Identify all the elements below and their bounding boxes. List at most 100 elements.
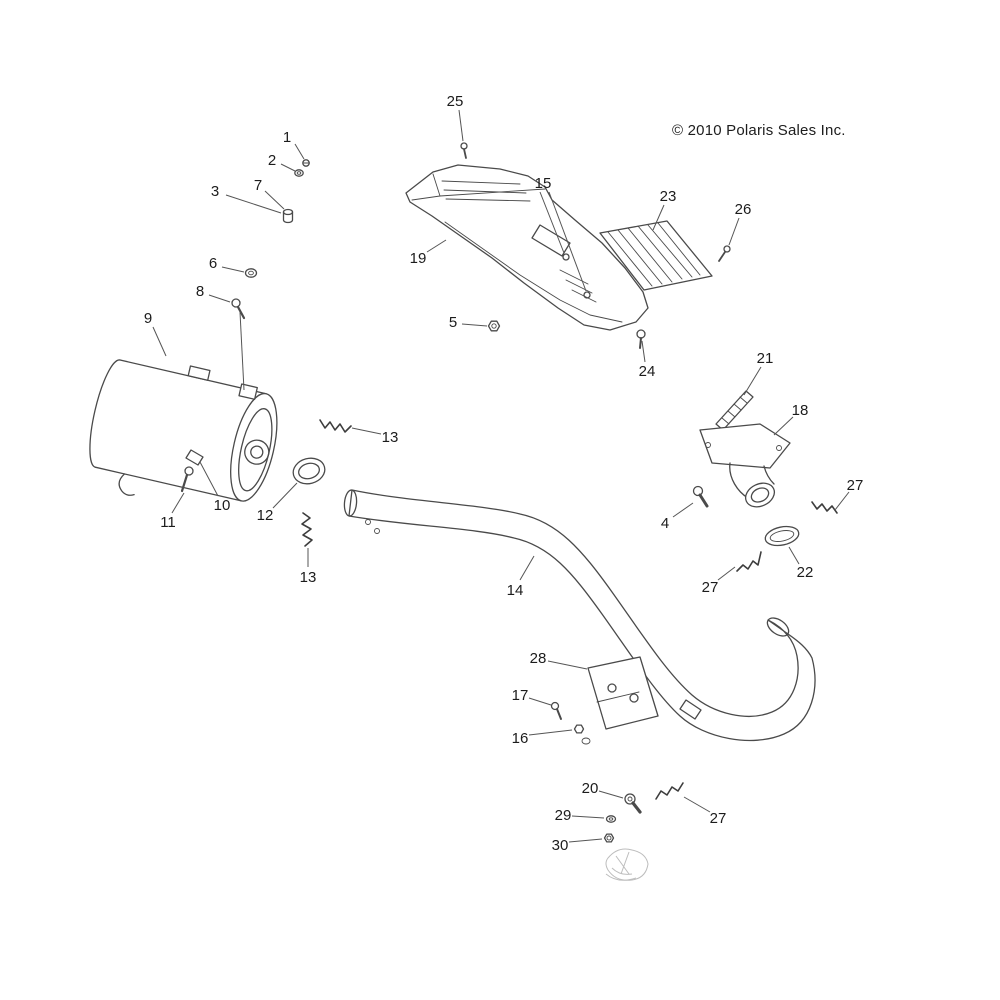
callout-label-6: 6: [209, 255, 217, 272]
callout-label-11: 11: [160, 514, 176, 531]
mounting-bracket: [587, 656, 659, 730]
pivot-nut: [603, 833, 615, 843]
bracket-bolt: [550, 701, 562, 720]
callout-leader-17: [528, 697, 552, 706]
spring-right-upper: [811, 501, 838, 514]
callout-leader-2: [280, 163, 296, 172]
shield-bracket: [531, 224, 571, 257]
exhaust-manifold: [699, 423, 791, 508]
callout-label-20: 20: [582, 780, 599, 797]
callout-label-29: 29: [555, 807, 572, 824]
callout-leader-18: [773, 416, 794, 436]
spring-upper: [319, 419, 352, 433]
muffler-outlet: [244, 439, 270, 465]
manifold-bolt: [692, 485, 709, 508]
copyright-text: © 2010 Polaris Sales Inc.: [672, 122, 846, 139]
shield-screw-a: [562, 253, 570, 261]
callout-label-27: 27: [847, 477, 864, 494]
callout-leader-12: [272, 482, 298, 509]
callout-label-13: 13: [300, 569, 317, 586]
head-pipe: [343, 489, 816, 741]
callout-leader-14: [519, 555, 535, 581]
callout-leader-26: [728, 217, 740, 246]
callout-leader-1: [294, 143, 305, 160]
callout-label-9: 9: [144, 310, 152, 327]
callout-label-14: 14: [507, 582, 524, 599]
callout-leader-22: [788, 546, 800, 565]
callout-label-8: 8: [196, 283, 204, 300]
callout-leader-23: [652, 204, 665, 231]
hanger-clamp: [185, 449, 204, 466]
callout-leader-5: [461, 323, 488, 327]
vent-grille: [599, 220, 713, 291]
callout-label-19: 19: [410, 250, 427, 267]
top-screw: [302, 159, 310, 167]
callout-label-28: 28: [530, 650, 547, 667]
callout-leader-21: [743, 366, 762, 396]
gasket-ring: [292, 457, 326, 485]
callout-leader-27: [683, 796, 711, 813]
callout-label-24: 24: [639, 363, 656, 380]
callout-label-4: 4: [661, 515, 669, 532]
shield-screw-b: [583, 291, 591, 299]
callout-leader-27: [717, 566, 736, 581]
callout-leader-9: [152, 326, 167, 357]
callout-label-22: 22: [797, 564, 814, 581]
callout-label-5: 5: [449, 314, 457, 331]
shield-top-screw: [460, 142, 468, 159]
callout-leader-8: [208, 294, 231, 303]
grille-screw: [718, 245, 731, 262]
engine-ghost-sketch: [605, 848, 649, 881]
callout-label-30: 30: [552, 837, 569, 854]
muffler-hanger-hook: [118, 473, 135, 496]
callout-leader-13: [351, 427, 382, 435]
callout-leader-10: [199, 461, 219, 497]
callout-leader-27: [834, 491, 850, 511]
bracket-nut: [573, 724, 591, 745]
callout-label-23: 23: [660, 188, 677, 205]
callout-label-21: 21: [757, 350, 774, 367]
callout-leader-4: [672, 502, 694, 518]
callout-label-10: 10: [214, 497, 231, 514]
callout-leader-7: [264, 190, 285, 210]
callout-label-7: 7: [254, 177, 262, 194]
spring-lower: [655, 782, 684, 800]
callout-leader-16: [528, 729, 573, 736]
callout-label-26: 26: [735, 201, 752, 218]
spacer-bushing: [282, 208, 294, 224]
hanger-bolt: [180, 466, 194, 493]
pipe-mount-tab: [679, 699, 702, 720]
mount-bolt: [231, 298, 246, 391]
callout-leader-29: [571, 815, 605, 819]
mount-washer: [244, 268, 258, 278]
callout-label-13: 13: [382, 429, 399, 446]
top-washer: [294, 169, 304, 177]
callout-label-17: 17: [512, 687, 529, 704]
callout-leader-19: [426, 239, 447, 253]
pipe-outlet-end: [766, 617, 790, 637]
heat-shield: [405, 164, 649, 331]
callout-label-27: 27: [710, 810, 727, 827]
callout-leader-24: [641, 340, 646, 363]
callout-label-3: 3: [211, 183, 219, 200]
callout-leader-25: [458, 109, 464, 142]
manifold-gasket: [715, 390, 754, 431]
pipe-inlet-end: [343, 489, 358, 517]
callout-label-2: 2: [268, 152, 276, 169]
shield-bolt: [636, 329, 646, 349]
flange-nut: [487, 320, 501, 332]
spring-front: [301, 512, 313, 547]
callout-leader-3: [225, 194, 282, 214]
callout-leader-6: [221, 266, 245, 273]
callout-label-25: 25: [447, 93, 464, 110]
callout-label-18: 18: [792, 402, 809, 419]
callout-label-16: 16: [512, 730, 529, 747]
callout-label-12: 12: [257, 507, 274, 524]
muffler-part: [89, 359, 278, 502]
callout-leader-28: [547, 660, 588, 670]
callout-leader-15: [539, 191, 565, 254]
callout-label-27: 27: [702, 579, 719, 596]
